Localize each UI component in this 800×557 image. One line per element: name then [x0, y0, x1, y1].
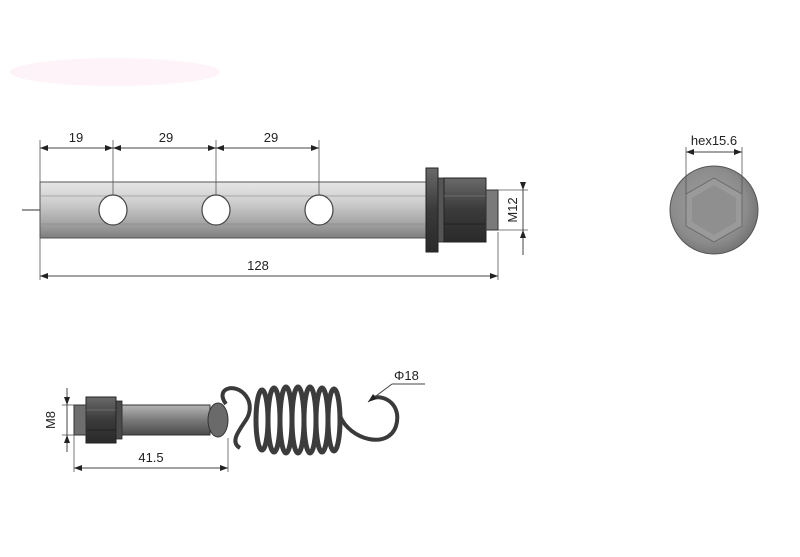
end-view-hexagon-inner	[692, 185, 736, 235]
spring-hook-right	[338, 395, 400, 442]
shaft-washer-ring	[437, 177, 445, 243]
spring-coils	[253, 384, 343, 456]
dim-arrow	[686, 149, 694, 155]
dim-arrow	[490, 273, 498, 279]
dim-arrow	[64, 435, 70, 443]
dim-arrow	[520, 230, 526, 238]
dim-arrow	[40, 145, 48, 151]
bolt-thread-tip	[73, 404, 87, 436]
dim-label-29a: 29	[159, 130, 173, 145]
bolt-shank	[121, 404, 211, 436]
hex-shaft-view: 19 29 29 128 M12	[22, 130, 528, 280]
shaft-nut	[443, 177, 487, 243]
bolt-nut	[85, 396, 117, 444]
background-smudge	[10, 58, 220, 86]
dim-arrow	[113, 145, 121, 151]
dim-arrow	[311, 145, 319, 151]
dim-label-phi18: Φ18	[394, 368, 419, 383]
dim-label-19: 19	[69, 130, 83, 145]
shaft-hole	[201, 194, 231, 226]
dim-arrow	[74, 465, 82, 471]
dim-label-m12: M12	[505, 197, 520, 222]
threaded-stub	[485, 189, 499, 231]
shaft-hole	[98, 194, 128, 226]
dim-label-29b: 29	[264, 130, 278, 145]
hex-end-view: hex15.6	[669, 133, 759, 255]
shaft-washer	[425, 167, 439, 253]
dim-arrow	[220, 465, 228, 471]
dim-arrow	[368, 394, 377, 402]
dim-label-m8: M8	[43, 411, 58, 429]
dim-label-hex: hex15.6	[691, 133, 737, 148]
dim-label-128: 128	[247, 258, 269, 273]
dim-label-41-5: 41.5	[138, 450, 163, 465]
dim-arrow	[105, 145, 113, 151]
spring-hook-left	[220, 386, 252, 450]
bolt-washer	[115, 400, 123, 440]
bolt-spring-view: M8 41.5 Φ18	[43, 368, 425, 472]
dim-arrow	[40, 273, 48, 279]
shaft-body	[39, 181, 427, 239]
dim-arrow	[734, 149, 742, 155]
dim-arrow	[520, 182, 526, 190]
dim-arrow	[64, 397, 70, 405]
dim-arrow	[208, 145, 216, 151]
shaft-hole	[304, 194, 334, 226]
bolt-eye	[207, 402, 229, 438]
dim-arrow	[216, 145, 224, 151]
